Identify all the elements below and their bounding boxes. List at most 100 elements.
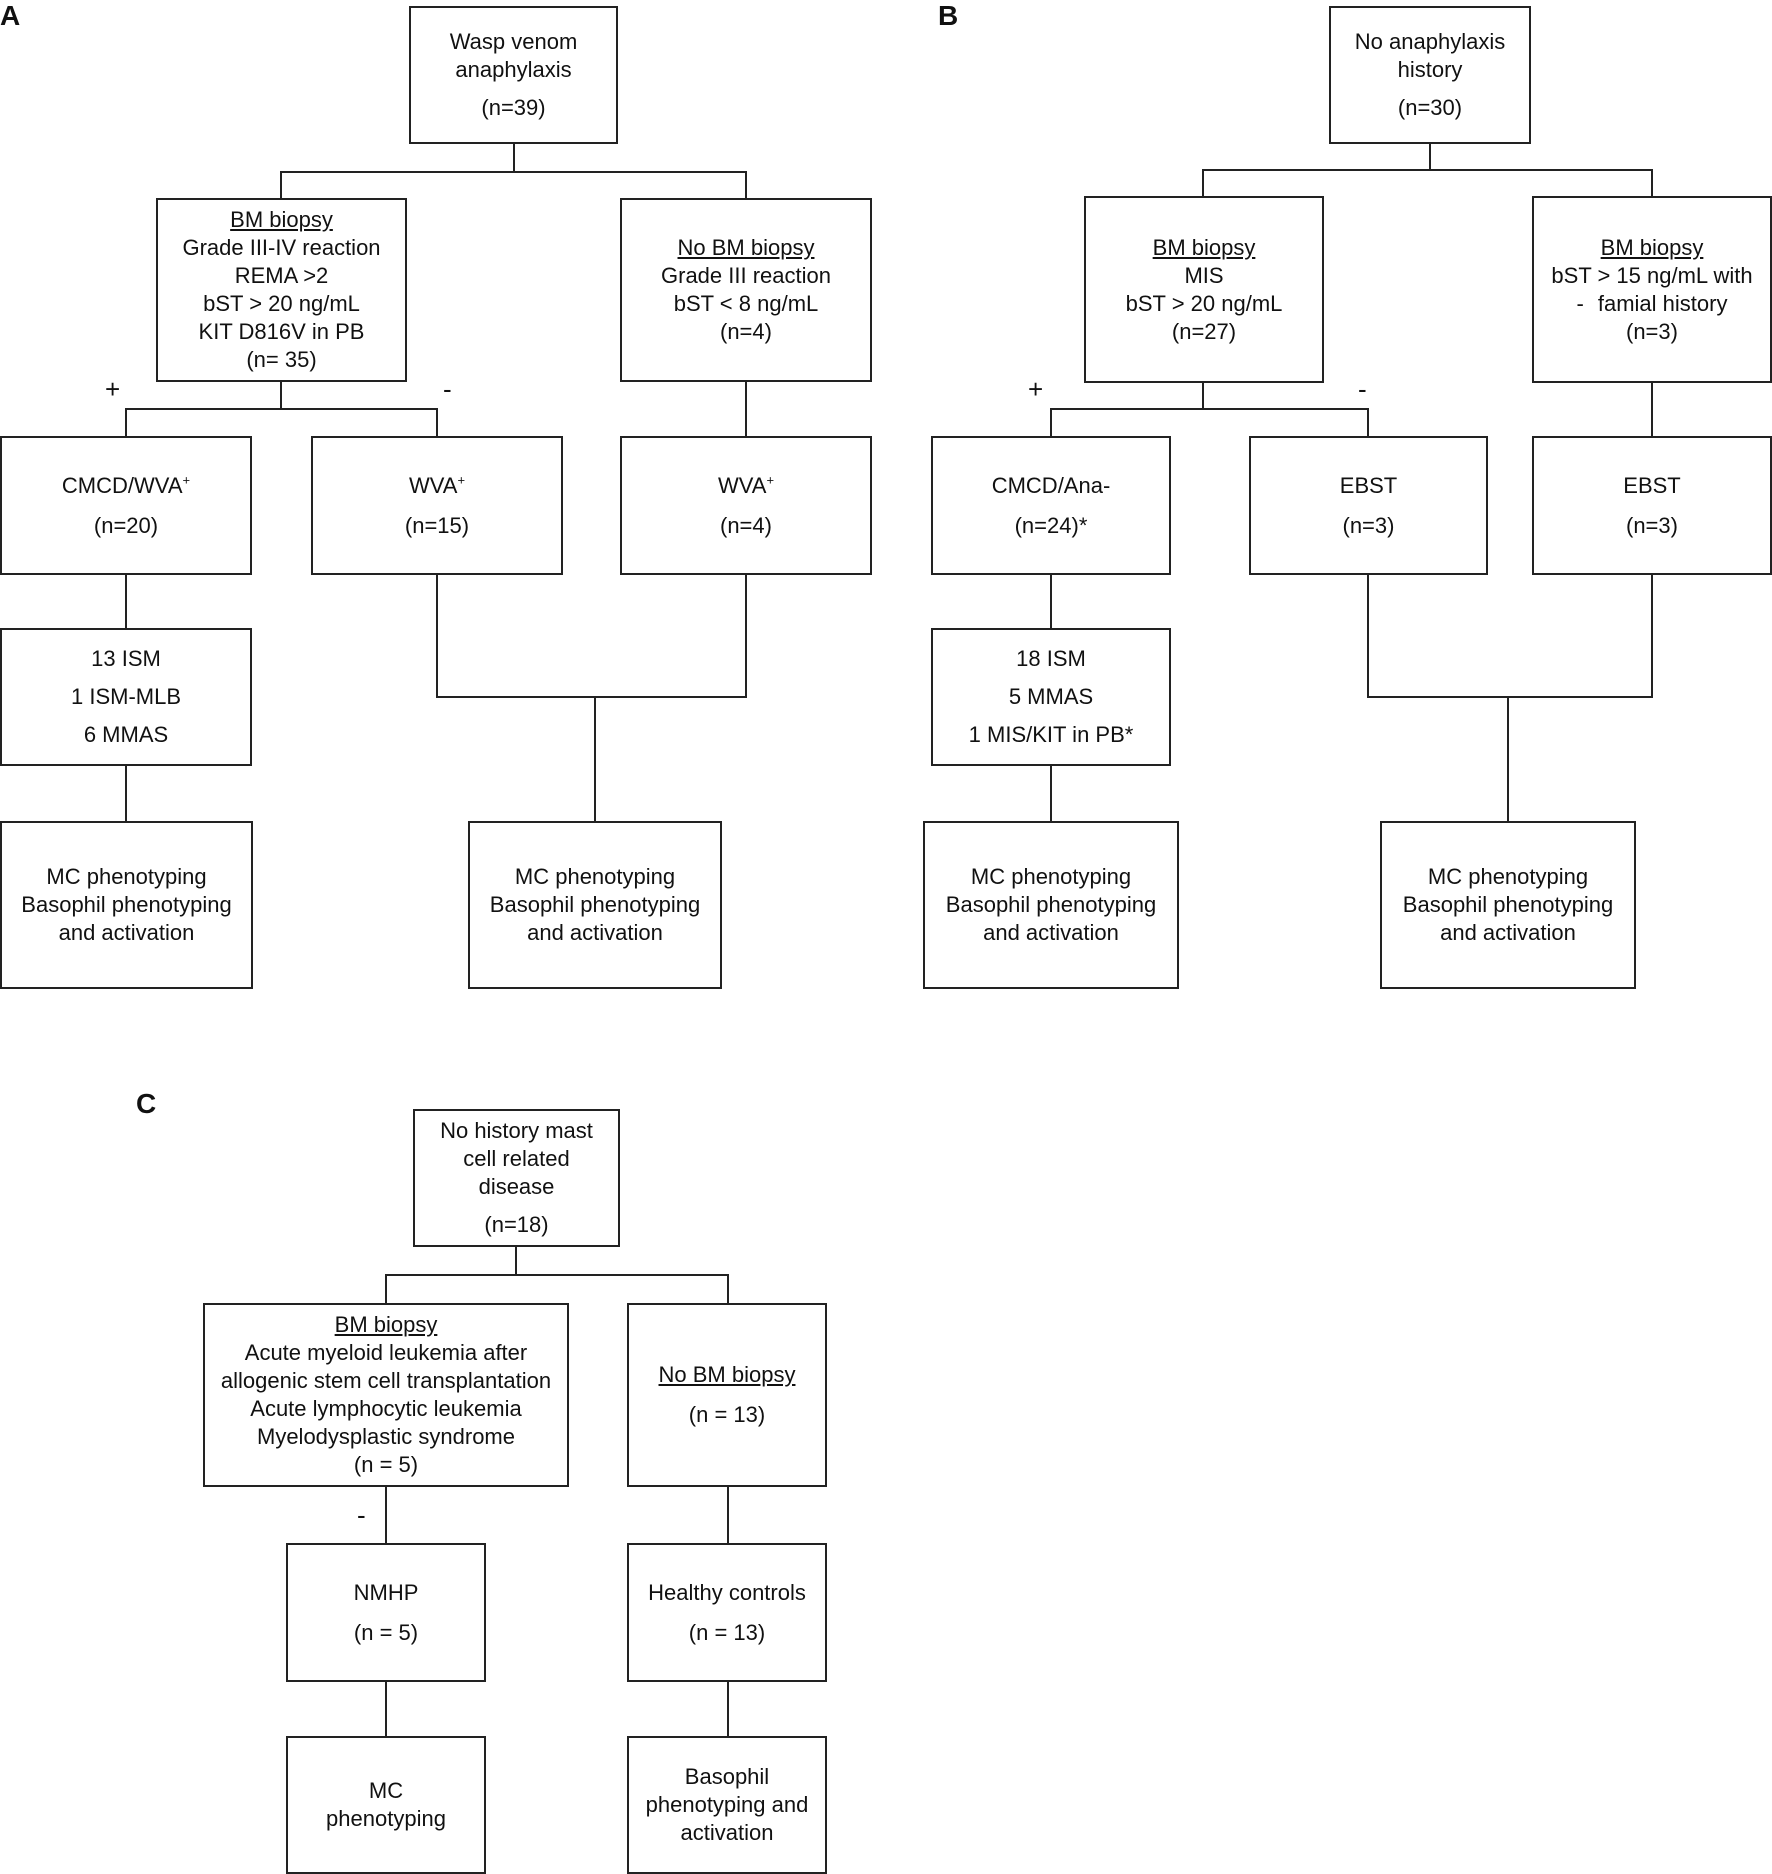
- a-root-n: (n=39): [481, 95, 546, 120]
- a-wva15-n: (n=15): [404, 512, 470, 538]
- b-subtypes-box: 18 ISM 5 MMAS 1 MIS/KIT in PB*: [931, 628, 1171, 766]
- b-root-line2: history: [1397, 57, 1463, 82]
- panel-label-a: A: [0, 0, 21, 31]
- b-biopsy-line: MIS: [1184, 262, 1224, 288]
- b-outcome-line: Basophil phenotyping: [945, 892, 1157, 917]
- c-biopsy-title: BM biopsy: [334, 1312, 438, 1337]
- b-biopsy-box: BM biopsy MIS bST > 20 ng/mL (n=27): [1084, 196, 1324, 383]
- c-root-n: (n=18): [484, 1212, 549, 1237]
- c-outcome-line: phenotyping and: [645, 1792, 809, 1817]
- a-wva-merge: [436, 575, 747, 698]
- b-outcome-box-2: MC phenotyping Basophil phenotyping and …: [1380, 821, 1636, 989]
- c-outcome-line: phenotyping: [326, 1806, 446, 1831]
- b-outcome-box: MC phenotyping Basophil phenotyping and …: [923, 821, 1179, 989]
- a-cmcd-label: CMCD/WVA+: [62, 472, 190, 500]
- a-subtype: 1 ISM-MLB: [70, 684, 182, 709]
- a-biopsy-rema: REMA >2: [235, 262, 329, 290]
- a-cmcd-label-text: CMCD/WVA: [61, 472, 183, 498]
- a-root-branches: [280, 171, 747, 198]
- a-outcome-line: Basophil phenotyping: [21, 892, 232, 917]
- a-plus-sign: +: [105, 374, 121, 404]
- b-ebst2-n: (n=3): [1626, 512, 1678, 538]
- c-nobiopsy-box: No BM biopsy (n = 13): [627, 1303, 827, 1487]
- a-cmcd-box: CMCD/WVA+ (n=20): [0, 436, 252, 575]
- c-outcome-box: MC phenotyping: [286, 1736, 486, 1874]
- b-root-line1: No anaphylaxis: [1354, 29, 1506, 54]
- a-biopsy-rema-label: REMA: [234, 263, 304, 288]
- a-wva4-sup: +: [766, 472, 775, 488]
- b-biopsy2-dash: -: [1576, 290, 1584, 316]
- a-biopsy-line: KIT D816V in PB: [198, 319, 365, 344]
- b-biopsy2-box: BM biopsy bST > 15 ng/mL with -famial hi…: [1532, 196, 1772, 383]
- b-ebst-label: EBST: [1339, 472, 1398, 498]
- b-ebst-box: EBST (n=3): [1249, 436, 1488, 575]
- a-biopsy-line: bST > 20 ng/mL: [203, 291, 360, 316]
- a-wva4-box: WVA+ (n=4): [620, 436, 872, 575]
- a-outcome-box: MC phenotyping Basophil phenotyping and …: [0, 821, 253, 989]
- b-outcome-line: Basophil phenotyping: [1402, 892, 1614, 917]
- b-biopsy2-title: BM biopsy: [1600, 234, 1704, 260]
- c-biopsy-box: BM biopsy Acute myeloid leukemia after a…: [203, 1303, 569, 1487]
- c-nobiopsy-n: (n = 13): [688, 1402, 766, 1427]
- c-outcome-line: activation: [680, 1820, 774, 1845]
- a-wva15-sup: +: [457, 472, 466, 488]
- b-subtype: 18 ISM: [1016, 646, 1086, 671]
- a-wva4-label: WVA+: [718, 472, 774, 500]
- a-biopsy-box: BM biopsy Grade III-IV reaction REMA >2 …: [156, 198, 407, 382]
- a-nobiopsy-n: (n=4): [720, 319, 772, 344]
- b-plus-sign: +: [1028, 374, 1044, 404]
- c-outcome-line: MC: [368, 1778, 404, 1803]
- c-nmhp-n: (n = 5): [353, 1619, 419, 1645]
- a-wva4-n: (n=4): [720, 512, 772, 538]
- c-biopsy-line: Acute myeloid leukemia after: [244, 1340, 528, 1365]
- c-outcome-box-2: Basophil phenotyping and activation: [627, 1736, 827, 1874]
- a-outcome-line: and activation: [58, 920, 195, 945]
- c-biopsy-line: Acute lymphocytic leukemia: [250, 1396, 522, 1421]
- a-cmcd-n: (n=20): [93, 512, 159, 538]
- b-subtype: 5 MMAS: [1008, 684, 1094, 709]
- c-healthy-label: Healthy controls: [648, 1579, 806, 1605]
- a-biopsy-n: (n= 35): [246, 347, 317, 372]
- b-biopsy-title: BM biopsy: [1152, 234, 1256, 260]
- a-outcome-line: Basophil phenotyping: [489, 892, 701, 917]
- b-biopsy2-n: (n=3): [1626, 318, 1678, 344]
- a-wva15-label-text: WVA: [408, 472, 458, 498]
- b-ebst-n: (n=3): [1342, 512, 1395, 538]
- b-biopsy2-line2: -famial history: [1577, 290, 1728, 318]
- a-wva15-label: WVA+: [409, 472, 465, 500]
- a-biopsy-title: BM biopsy: [230, 207, 333, 232]
- b-root-branches: [1202, 169, 1653, 196]
- a-outcome-line: and activation: [527, 920, 663, 945]
- c-root-line: disease: [478, 1174, 555, 1199]
- c-root-box: No history mast cell related disease (n=…: [413, 1109, 620, 1247]
- c-nmhp-label: NMHP: [353, 1579, 419, 1605]
- a-root-box: Wasp venom anaphylaxis (n=39): [409, 6, 618, 144]
- b-minus-sign: -: [1358, 374, 1367, 404]
- c-root-branches: [385, 1274, 729, 1303]
- c-biopsy-line: allogenic stem cell transplantation: [220, 1368, 552, 1393]
- c-nmhp-box: NMHP (n = 5): [286, 1543, 486, 1682]
- a-biopsy-branches: [125, 408, 438, 436]
- b-cmcd-n: (n=24)*: [1014, 512, 1088, 538]
- b-biopsy-line: bST > 20 ng/mL: [1125, 290, 1283, 316]
- c-outcome-line: Basophil: [684, 1764, 770, 1789]
- b-root-n: (n=30): [1397, 95, 1463, 120]
- a-biopsy-rema-value: >2: [303, 263, 329, 288]
- b-cmcd-box: CMCD/Ana- (n=24)*: [931, 436, 1171, 575]
- b-biopsy-n: (n=27): [1171, 318, 1237, 344]
- c-biopsy-n: (n = 5): [353, 1452, 419, 1477]
- a-nobiopsy-line: bST < 8 ng/mL: [673, 291, 819, 316]
- c-healthy-box: Healthy controls (n = 13): [627, 1543, 827, 1682]
- a-root-line1: Wasp venom: [449, 29, 578, 54]
- a-nobiopsy-title: No BM biopsy: [677, 235, 815, 260]
- a-outcome-line: MC phenotyping: [514, 864, 676, 889]
- b-cmcd-label: CMCD/Ana-: [991, 472, 1111, 498]
- c-biopsy-line: Myelodysplastic syndrome: [257, 1424, 515, 1449]
- b-biopsy-branches: [1050, 408, 1369, 436]
- c-root-line: cell related: [463, 1146, 570, 1171]
- a-wva15-box: WVA+ (n=15): [311, 436, 563, 575]
- panel-label-b: B: [938, 0, 959, 31]
- a-subtype: 6 MMAS: [83, 722, 169, 747]
- b-biopsy2-line2-text: famial history: [1597, 290, 1728, 316]
